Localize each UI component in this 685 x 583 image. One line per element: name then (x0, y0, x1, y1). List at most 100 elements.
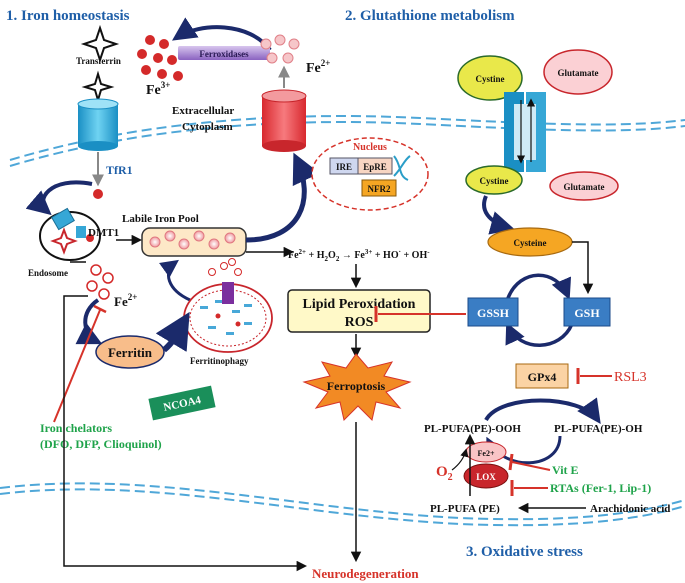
transferrin-label: Transferrin (76, 56, 121, 66)
chelator-inhibition-line (53, 309, 101, 423)
ncoa4-tag: NCOA4 (148, 385, 216, 421)
ferroportin-cylinder (261, 89, 307, 152)
membrane-upper (9, 115, 685, 161)
epre-box (357, 157, 393, 175)
epre-label: EpRE (363, 162, 387, 172)
cysteine-label: Cysteine (514, 238, 547, 248)
chelators-label-line2: (DFO, DFP, Clioquinol) (40, 437, 162, 451)
fe3-label: Fe3+ (146, 80, 170, 98)
ferritinophagy-channel (222, 282, 234, 304)
lox-label: LOX (476, 472, 496, 482)
glutamate-inside-label: Glutamate (564, 182, 605, 192)
dmt1-label: DMT1 (88, 227, 119, 239)
ferritin-to-ferritinophagy-arrow (155, 311, 190, 353)
fe2-cofactor-label: Fe2+ (478, 449, 495, 458)
section-oxidative-title: 3. Oxidative stress (466, 544, 583, 560)
lipid-peroxidation-label: Lipid Peroxidation (303, 297, 416, 312)
endosome-label: Endosome (28, 268, 68, 278)
extracellular-label: Extracellular (172, 105, 234, 117)
fe2-mid-cluster (86, 264, 114, 300)
cystine-to-cysteine-arrow (482, 195, 515, 235)
cysteine-to-gsh-arrow (572, 241, 594, 295)
section-glutathione-title: 2. Glutathione metabolism (345, 8, 515, 24)
vite-inhibition-line (511, 461, 551, 471)
labile-iron-pool-label: Labile Iron Pool (122, 213, 199, 225)
fe2-top-label: Fe2+ (306, 58, 330, 76)
labile-iron-pool-dots (149, 230, 236, 250)
nucleus-label: Nucleus (353, 142, 387, 153)
chelator-inhibition-bar (93, 304, 107, 314)
chelators-label-line1: Iron chelators (40, 421, 112, 435)
ros-label: ROS (345, 315, 374, 330)
fe3-iron-cluster (137, 35, 183, 81)
endosome-transferrin-star-icon (50, 227, 78, 255)
lipid-peroxidation-box (287, 289, 431, 333)
vite-inhibition-bar (508, 453, 514, 471)
ferritinophagy-to-pool-arrow (159, 259, 191, 302)
section-iron-title: 1. Iron homeostasis (6, 8, 130, 24)
gssh-box (467, 297, 519, 327)
ferritinophagy-contents (200, 300, 252, 335)
ferroxidases-box (178, 46, 270, 60)
gsh-to-gssh-cycle-arrow (505, 322, 574, 347)
nfr2-label: NFR2 (368, 184, 391, 194)
pool-to-ferroportin-arrow (245, 152, 320, 243)
rtas-label: RTAs (Fer-1, Lip-1) (550, 481, 651, 495)
arachidonic-acid-label: Arachidonic acid (590, 503, 670, 515)
cytoplasm-label: Cytoplasm (182, 121, 233, 133)
membrane-lower-2 (0, 488, 685, 527)
dmt1-channel (76, 226, 86, 238)
pl-pufa-ooh-label: PL-PUFA(PE)-OOH (424, 423, 521, 435)
gssh-label: GSSH (477, 306, 510, 320)
tfr1-label: TfR1 (106, 163, 133, 177)
tfr1-cylinder (77, 98, 119, 151)
cystine-outside-label: Cystine (476, 74, 505, 84)
cystine-inside (465, 165, 523, 195)
dna-helix-icon (393, 155, 411, 181)
o2-input-arrow (451, 448, 469, 471)
pl-pufa-oh-label: PL-PUFA(PE)-OH (554, 423, 643, 435)
membrane-lower (0, 482, 685, 521)
ire-label: IRE (336, 162, 352, 172)
vit-e-label: Vit E (552, 463, 579, 477)
transferrin-bound-star-icon (81, 70, 115, 104)
lox-node (463, 463, 509, 489)
fenton-reaction: Fe2+ + H2O2 → Fe3+ + HO· + OH- (288, 248, 430, 263)
fe-internalized-dot (93, 189, 103, 199)
endosome-iron-dot (86, 234, 94, 242)
membrane-upper-2 (9, 121, 685, 167)
rsl3-label: RSL3 (614, 370, 647, 385)
glutamate-inside (549, 171, 619, 201)
ferritin-node (95, 335, 165, 369)
ooh-to-oh-arrow (484, 397, 601, 424)
neurodegeneration-label: Neurodegeneration (312, 566, 419, 581)
transferrin-star-icon (80, 24, 120, 64)
o2-label: O2 (436, 464, 453, 483)
ferritinophagy-released-iron (208, 258, 242, 276)
ferroptosis-label: Ferroptosis (327, 379, 386, 393)
ferroxidases-label: Ferroxidases (199, 49, 249, 59)
endosome-receptor (51, 207, 75, 231)
glutamate-outside (543, 49, 613, 95)
ferritin-label: Ferritin (108, 345, 153, 360)
fe2-top-cluster (260, 34, 300, 64)
ferritinophagy-label: Ferritinophagy (190, 356, 249, 366)
cystine-outside (457, 55, 523, 101)
nfr2-box (361, 179, 397, 197)
fe2-mid-label: Fe2+ (114, 292, 137, 309)
gsh-label: GSH (574, 306, 600, 320)
gpx4-label: GPx4 (528, 370, 557, 384)
gssh-to-gsh-cycle-arrow (506, 273, 572, 300)
fe2-to-ferritin-arrow (75, 298, 103, 345)
xct-transporter (504, 92, 546, 172)
cystine-inside-label: Cystine (480, 176, 509, 186)
glutamate-outside-label: Glutamate (558, 68, 599, 78)
ferroptosis-burst (302, 353, 412, 421)
gpx4-box (515, 363, 569, 389)
gsh-box (563, 297, 611, 327)
endosome-entry-arrow (25, 180, 93, 216)
iron-to-neurodegeneration-arrow (63, 295, 308, 572)
pl-pufa-pe-label: PL-PUFA (PE) (430, 503, 500, 515)
